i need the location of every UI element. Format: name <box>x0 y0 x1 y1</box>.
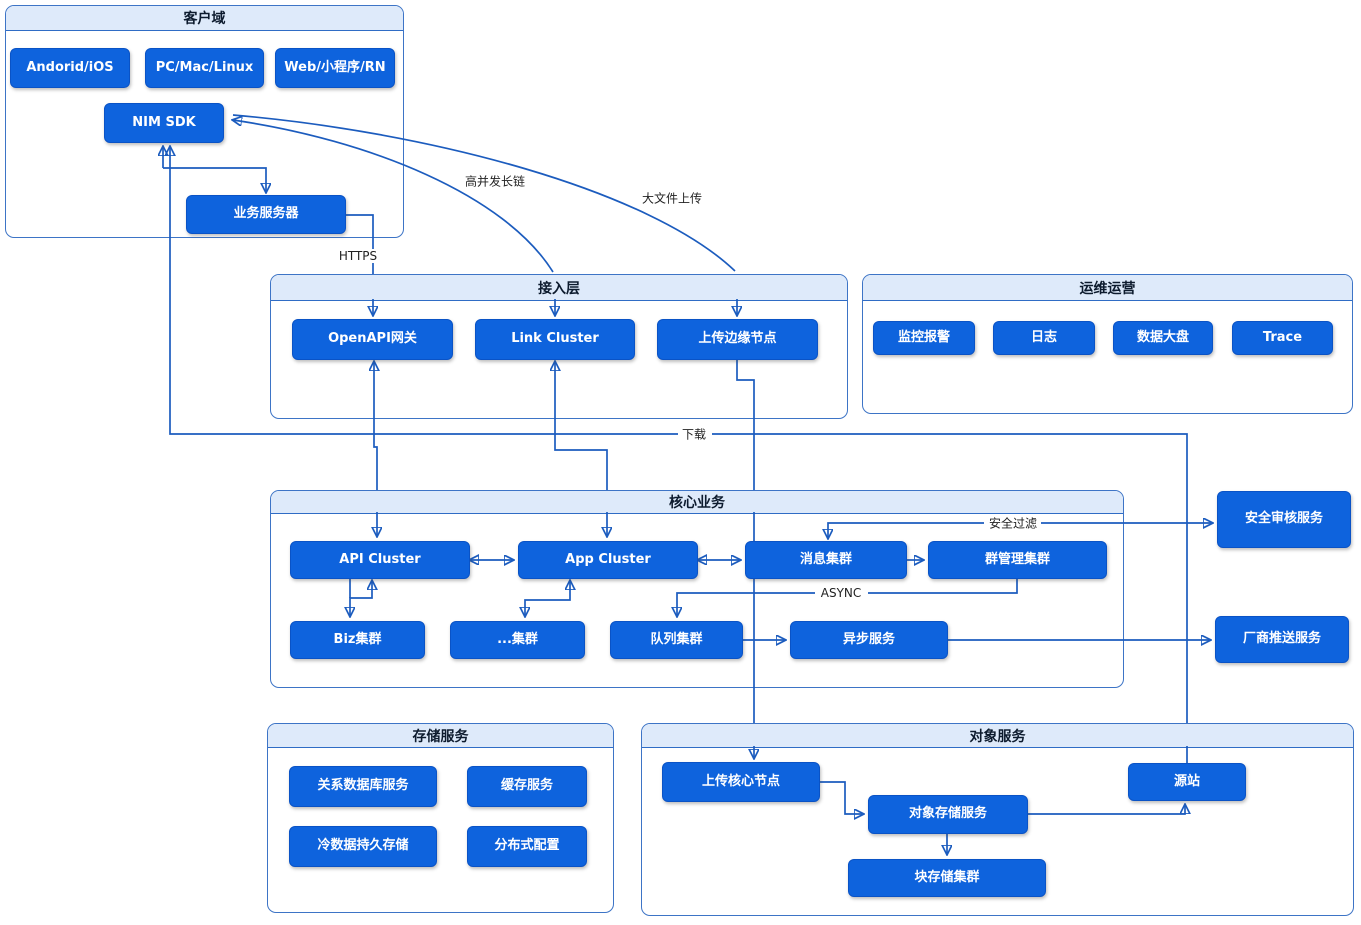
group-title-access: 接入层 <box>271 275 847 301</box>
edge-download-b <box>712 433 1188 723</box>
group-title-ops: 运维运营 <box>863 275 1352 301</box>
node-api-cluster: API Cluster <box>290 541 470 579</box>
node-dist-config: 分布式配置 <box>467 826 587 867</box>
node-security-audit: 安全审核服务 <box>1217 491 1351 548</box>
edge-longlink-curve <box>233 120 554 273</box>
node-cache-service: 缓存服务 <box>467 766 587 807</box>
node-biz-server: 业务服务器 <box>186 195 346 234</box>
node-android-ios: Andorid/iOS <box>10 48 130 88</box>
edge-https-a <box>346 214 374 274</box>
node-trace: Trace <box>1232 321 1333 355</box>
node-object-storage: 对象存储服务 <box>868 795 1028 834</box>
edge-secfilter-a <box>828 522 984 538</box>
group-title-object: 对象服务 <box>642 724 1353 748</box>
edge-async-a <box>868 579 1018 594</box>
node-upload-edge: 上传边缘节点 <box>657 319 818 360</box>
group-title-client: 客户域 <box>6 6 403 31</box>
node-log: 日志 <box>993 321 1095 355</box>
edge-bigfile-curve <box>232 114 736 272</box>
node-group-mgmt-cluster: 群管理集群 <box>928 541 1107 579</box>
node-rdb-service: 关系数据库服务 <box>289 766 437 807</box>
node-app-cluster: App Cluster <box>518 541 698 579</box>
edge-async-b <box>677 592 815 616</box>
node-nim-sdk: NIM SDK <box>104 103 224 143</box>
node-origin: 源站 <box>1128 763 1246 801</box>
node-data-dashboard: 数据大盘 <box>1113 321 1213 355</box>
node-monitor-alert: 监控报警 <box>873 321 975 355</box>
edge-label-long-link: 高并发长链 <box>461 172 529 190</box>
node-queue-cluster: 队列集群 <box>610 621 743 659</box>
edge-label-download: 下载 <box>678 425 710 443</box>
node-dots-cluster: ...集群 <box>450 621 585 659</box>
edge-download-c <box>170 147 678 435</box>
edge-label-security-filter: 安全过滤 <box>985 514 1041 532</box>
node-vendor-push: 厂商推送服务 <box>1215 616 1349 663</box>
edge-objstore-origin <box>1027 805 1185 815</box>
node-openapi-gateway: OpenAPI网关 <box>292 319 453 360</box>
node-message-cluster: 消息集群 <box>745 541 907 579</box>
node-upload-core: 上传核心节点 <box>662 762 820 802</box>
group-title-storage: 存储服务 <box>268 724 613 748</box>
edge-api-biz <box>350 581 372 616</box>
node-link-cluster: Link Cluster <box>475 319 635 360</box>
edge-uploadcore-objstore <box>820 781 863 814</box>
node-web-miniapp-rn: Web/小程序/RN <box>275 48 395 88</box>
edge-openapi-api-a <box>374 362 377 490</box>
edge-upload-a <box>736 360 755 490</box>
group-storage-services: 存储服务 <box>267 723 614 913</box>
node-block-storage: 块存储集群 <box>848 859 1046 897</box>
node-async-service: 异步服务 <box>790 621 948 659</box>
edge-app-dots <box>525 581 570 616</box>
node-biz-cluster: Biz集群 <box>290 621 425 659</box>
node-cold-storage: 冷数据持久存储 <box>289 826 437 867</box>
node-pc-mac-linux: PC/Mac/Linux <box>145 48 264 88</box>
edge-sdk-bizserver-down <box>163 167 266 192</box>
edge-label-big-file: 大文件上传 <box>638 189 706 207</box>
edge-label-https: HTTPS <box>335 249 381 263</box>
edge-label-async: ASYNC <box>817 586 865 600</box>
edge-link-app-a <box>555 362 608 490</box>
group-title-core: 核心业务 <box>271 491 1123 514</box>
